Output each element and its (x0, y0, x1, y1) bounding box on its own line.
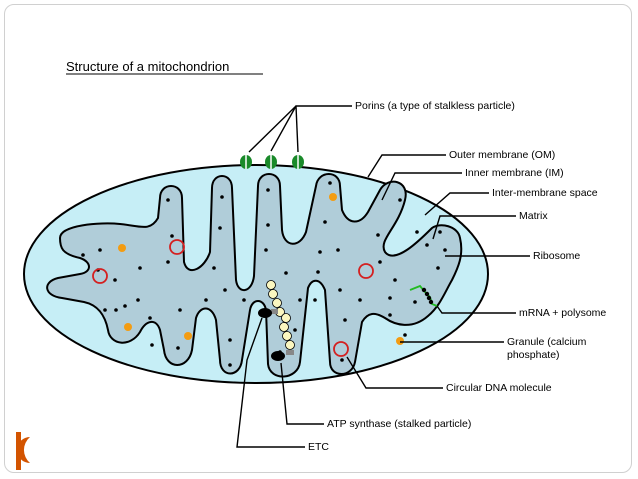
label-mrna-polysome: mRNA + polysome (519, 307, 606, 319)
label-circular-dna: Circular DNA molecule (446, 382, 552, 394)
label-matrix: Matrix (519, 210, 548, 222)
label-ribosome: Ribosome (533, 250, 580, 262)
label-porins: Porins (a type of stalkless particle) (355, 100, 515, 112)
atp-synthase-icon (266, 280, 295, 350)
ribosome-dots (81, 181, 447, 367)
porin-icon (265, 155, 277, 169)
label-intermembrane-space: Inter-membrane space (492, 187, 598, 199)
label-etc: ETC (308, 441, 329, 453)
corner-accent-bar (16, 432, 21, 470)
slide-frame (4, 4, 632, 473)
dna-ring-icon (92, 239, 374, 357)
label-outer-membrane: Outer membrane (OM) (449, 149, 555, 161)
leader-lines (236, 105, 530, 448)
label-inner-membrane: Inner membrane (IM) (465, 167, 564, 179)
etc-complex-icon (258, 308, 285, 361)
label-granule-line2: phosphate) (507, 349, 560, 361)
mrna-polysome (409, 284, 438, 307)
granule-icon (118, 193, 404, 345)
label-atp-synthase: ATP synthase (stalked particle) (327, 418, 471, 430)
atp-stalk-icon (271, 309, 294, 355)
inner-membrane (46, 173, 463, 378)
porin-icon (292, 155, 304, 169)
porin-icon (240, 155, 252, 169)
label-granule-line1: Granule (calcium (507, 336, 587, 348)
diagram-title: Structure of a mitochondrion (66, 59, 229, 74)
